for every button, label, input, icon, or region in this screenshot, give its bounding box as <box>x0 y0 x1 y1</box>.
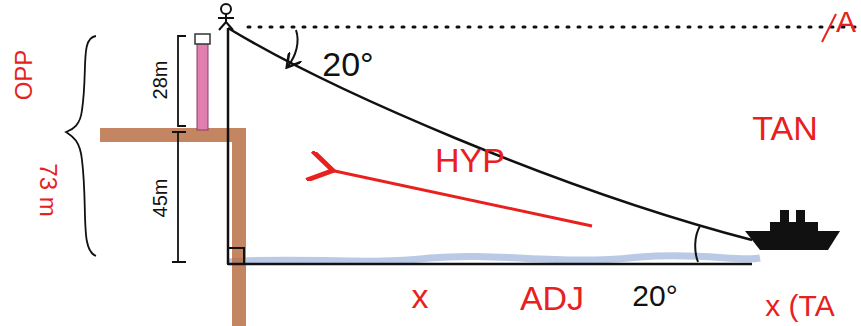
vertical-side <box>227 28 230 264</box>
note: A <box>836 7 856 37</box>
adjacent-side <box>228 263 752 266</box>
angle-label: 20° <box>322 47 373 81</box>
red-arrow <box>330 170 592 226</box>
right-angle <box>228 248 244 264</box>
angle-label: 20° <box>632 281 677 311</box>
side-name: ADJ <box>520 281 584 315</box>
water <box>228 256 760 262</box>
dimension: 45m <box>150 179 170 218</box>
side-name: HYP <box>435 143 505 177</box>
side-name: x <box>412 279 429 313</box>
red-stroke <box>822 14 836 42</box>
ship <box>745 210 840 250</box>
side-name: OPP <box>12 50 36 101</box>
note: TAN <box>752 111 817 145</box>
dimension: 73 m <box>36 163 60 216</box>
curly-brace <box>66 36 96 256</box>
angle-arc <box>695 226 700 262</box>
note: x (TA <box>765 291 834 321</box>
angle-arc <box>288 30 298 66</box>
hypotenuse <box>228 28 752 240</box>
dimension: 28m <box>150 61 170 100</box>
lighthouse-lamp <box>195 34 210 44</box>
bracket <box>178 36 186 126</box>
bracket <box>172 132 186 262</box>
lighthouse <box>197 42 208 130</box>
person <box>218 4 234 30</box>
cliff <box>100 128 246 326</box>
horizontal-line <box>248 26 861 29</box>
